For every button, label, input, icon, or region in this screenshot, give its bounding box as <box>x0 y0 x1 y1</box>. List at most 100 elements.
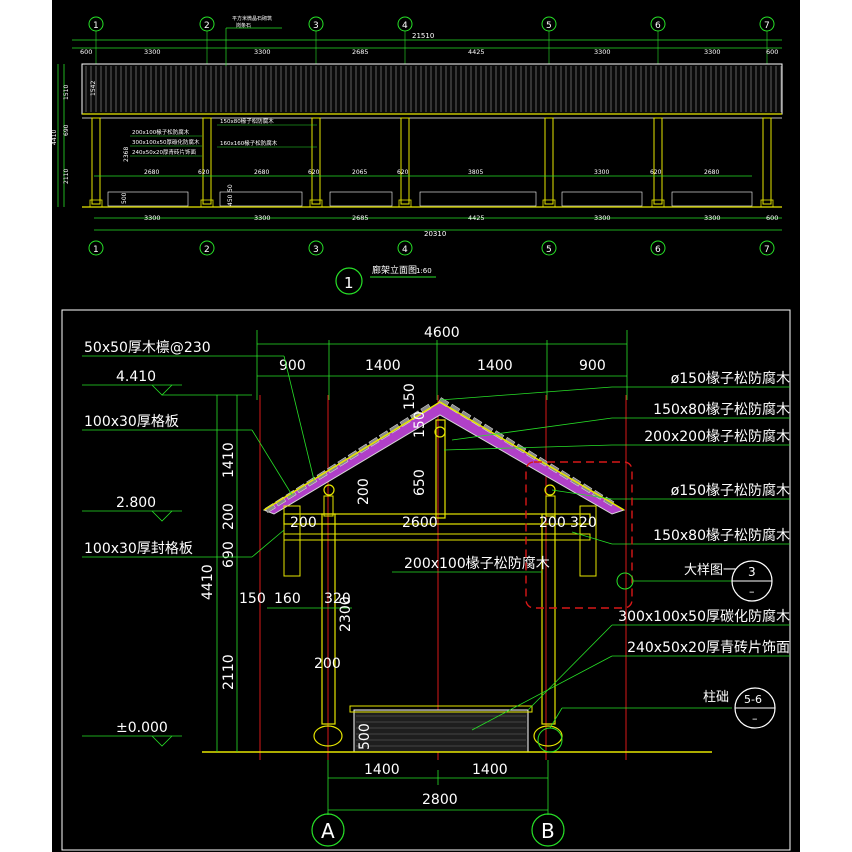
elevation-column <box>202 117 212 205</box>
axis-bubble-bottom <box>650 240 666 256</box>
inner-dim-3: 500 <box>121 192 128 204</box>
base-number: 5-6 <box>744 693 762 706</box>
section-top-dim-3: 1400 <box>477 358 513 374</box>
right-eave-bracket <box>579 505 597 577</box>
left-purlin <box>323 484 335 496</box>
elevation-column <box>762 117 772 205</box>
axis-label-top: 3 <box>313 21 319 31</box>
roof-tile-left <box>410 410 421 421</box>
section-top-dim-1: 900 <box>279 358 306 374</box>
bottom-dim: 3300 <box>254 214 271 222</box>
right-note: 150x80椽子松防腐木 <box>653 527 790 544</box>
center-note: 200x100椽子松防腐木 <box>404 555 550 572</box>
right-note-leader <box>439 386 613 401</box>
left-dim-1: 1510 <box>63 85 70 100</box>
column-base-right <box>533 725 563 747</box>
left-total-dim: 4410 <box>52 130 58 145</box>
axis-b-bubble <box>531 813 565 847</box>
section-drawing: 4600 900 1400 1400 900 <box>61 309 791 851</box>
elevation-bench <box>329 191 393 207</box>
section-left-dim-3: 690 <box>221 541 237 568</box>
axis-label-bottom: 2 <box>204 245 210 255</box>
section-red-axes <box>259 395 627 760</box>
elev-zero-value: ±0.000 <box>116 720 168 736</box>
elevation-column <box>91 117 101 205</box>
mid-dim: 2680 <box>254 169 269 176</box>
inner-dim-2: 2368 <box>123 147 130 162</box>
axis-a-bubble <box>311 813 345 847</box>
axis-label-bottom: 4 <box>402 245 408 255</box>
right-note: 150x80椽子松防腐木 <box>653 401 790 418</box>
bottom-overall-dim: 20310 <box>424 230 446 238</box>
roof-left-edge <box>263 401 441 511</box>
mid-dim: 620 <box>397 169 409 176</box>
mid-dim: 2680 <box>144 169 159 176</box>
right-note: 240x50x20厚青砖片饰面 <box>627 640 790 656</box>
right-note: 300x100x50厚碳化防腐木 <box>618 608 790 625</box>
section-top-width: 4600 <box>424 325 460 341</box>
left-note-leader-2 <box>251 429 293 496</box>
top-dim: 600 <box>80 48 92 56</box>
beam-dim: 2600 <box>402 515 438 531</box>
section-left-note-1: 50x50厚木檩@230 <box>84 339 211 356</box>
top-dim: 2685 <box>352 48 369 56</box>
elev-note-center-2: 160x160椽子松防腐木 <box>220 139 278 147</box>
axis-label-top: 7 <box>764 21 770 31</box>
right-note: ø150椽子松防腐木 <box>671 370 790 387</box>
left-dim-2: 690 <box>63 124 70 136</box>
elevation-bench <box>107 191 189 207</box>
axis-label-bottom: 1 <box>93 245 99 255</box>
right-note-leader <box>451 417 613 441</box>
bottom-dim: 600 <box>766 214 778 222</box>
column-dim-6: 150 <box>402 383 418 410</box>
column-base-left <box>313 725 343 747</box>
elev-mid-value: 2.800 <box>116 495 156 511</box>
elevation-column <box>400 117 410 205</box>
section-bottom-ticks <box>327 760 549 815</box>
section-bottom-total: 2800 <box>422 792 458 808</box>
bottom-dim: 4425 <box>468 214 485 222</box>
top-note-1: 平方米微晶石砌筑 <box>232 15 272 22</box>
eave-dim-1: 150 <box>239 591 266 607</box>
top-overall-dim: 21510 <box>412 32 434 40</box>
section-left-note-2: 100x30厚格板 <box>84 414 179 430</box>
top-dim: 600 <box>766 48 778 56</box>
bottom-dim: 3300 <box>144 214 161 222</box>
left-note-leader-3 <box>251 529 285 558</box>
roof-slats <box>81 63 783 115</box>
detail-callout-box <box>525 461 633 609</box>
bench-top <box>349 705 533 713</box>
roof-tile-left <box>275 496 287 507</box>
elev-note-left-3: 240x50x20厚青砖片饰面 <box>132 148 197 156</box>
section-left-note-3: 100x30厚封格板 <box>84 541 193 557</box>
right-note: ø150椽子松防腐木 <box>671 482 790 499</box>
section-left-dim-2: 200 <box>221 503 237 530</box>
ridge-purlin <box>434 426 446 438</box>
section-left-dim-4: 2110 <box>221 654 237 690</box>
section-frame <box>61 309 791 851</box>
right-purlin <box>544 484 556 496</box>
elevation-columns <box>89 117 774 208</box>
column-left <box>321 513 336 725</box>
left-strut <box>323 495 334 517</box>
axis-label-bottom: 7 <box>764 245 770 255</box>
base-callout-leader <box>549 707 563 729</box>
inner-dim-5: 50 <box>227 184 234 192</box>
elev-top-value: 4.410 <box>116 369 156 385</box>
inner-dim-4: 450 <box>227 194 234 206</box>
column-dim-10: 320 <box>570 515 597 531</box>
top-dim: 3300 <box>254 48 271 56</box>
section-top-dim-4: 900 <box>579 358 606 374</box>
brick-bench <box>353 709 529 753</box>
axis-bubble-bottom <box>759 240 775 256</box>
top-note-2: 岗条石 <box>236 22 251 29</box>
right-note-leader <box>527 624 613 711</box>
axis-label-top: 4 <box>402 21 408 31</box>
section-top-dim-2: 1400 <box>365 358 401 374</box>
elevation-bench <box>561 191 643 207</box>
axis-label-bottom: 3 <box>313 245 319 255</box>
elevation-bench <box>419 191 537 207</box>
